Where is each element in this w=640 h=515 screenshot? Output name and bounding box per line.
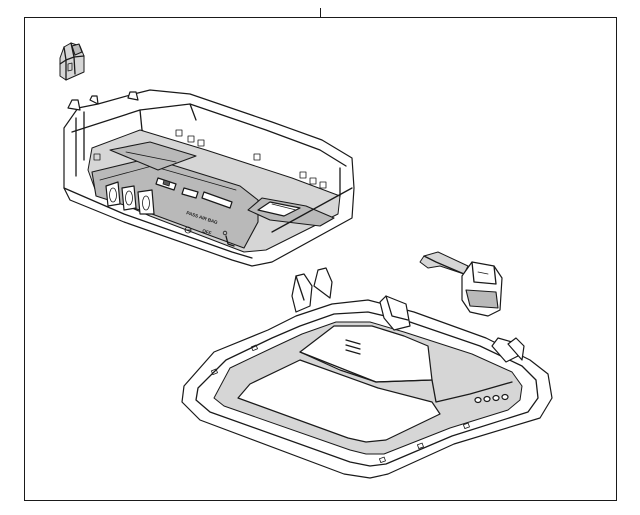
airbag-off-label: OFF (202, 228, 212, 236)
grab-hook (419, 251, 503, 317)
retainer-clip (59, 42, 85, 81)
passenger-seat-icon (222, 230, 235, 247)
overhead-console-lower (181, 267, 553, 479)
airbag-indicator-icon (184, 226, 192, 234)
overhead-console-upper: PASS AIR BAG OFF (63, 89, 355, 267)
